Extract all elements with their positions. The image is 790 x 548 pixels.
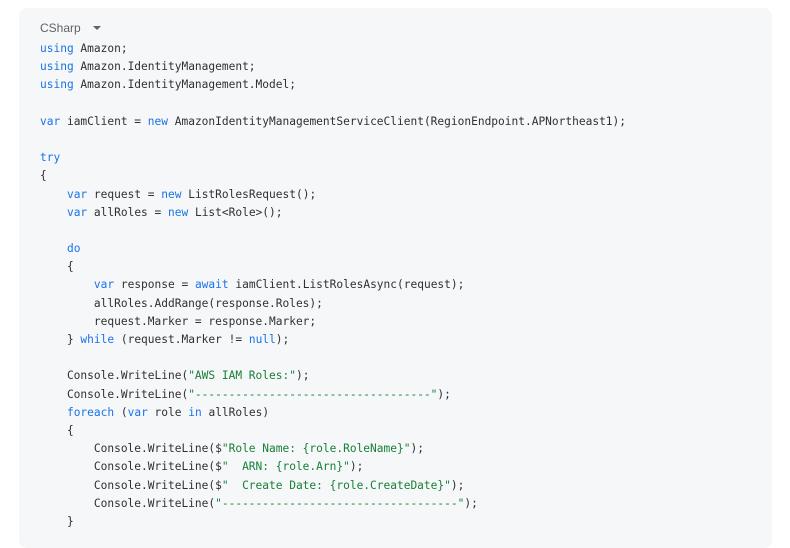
code-line: { — [40, 258, 626, 276]
code-token — [40, 406, 67, 419]
code-token: Amazon.IdentityManagement; — [73, 60, 256, 74]
code-token: { — [40, 423, 74, 437]
code-token — [40, 278, 94, 291]
code-keyword: new — [147, 114, 168, 128]
code-line: using Amazon.IdentityManagement.Model; — [40, 76, 626, 94]
code-token: Console.WriteLine( — [40, 387, 189, 401]
code-token: Amazon; — [73, 42, 128, 55]
code-line: { — [40, 167, 626, 185]
code-line: Console.WriteLine($" Create Date: {role.… — [40, 477, 626, 495]
code-string: "-----------------------------------" — [215, 496, 465, 510]
code-keyword: new — [161, 187, 182, 201]
code-line — [40, 131, 626, 149]
code-block: CSharp using Amazon;using Amazon.Identit… — [19, 8, 772, 548]
code-keyword: using — [40, 78, 74, 92]
code-keyword: new — [168, 205, 189, 219]
code-line: var response = await iamClient.ListRoles… — [40, 276, 626, 294]
code-token: ); — [275, 333, 290, 346]
code-content: using Amazon;using Amazon.IdentityManage… — [40, 40, 626, 531]
code-token: ); — [437, 387, 451, 401]
code-string: " ARN: {role.Arn}" — [221, 460, 350, 474]
code-line — [40, 95, 626, 113]
code-token — [40, 206, 67, 219]
code-token: Console.WriteLine( — [40, 369, 189, 383]
code-line: var allRoles = new List<Role>(); — [40, 204, 626, 222]
code-token: request = — [87, 187, 162, 201]
language-label: CSharp — [40, 21, 81, 35]
code-token: Amazon.IdentityManagement.Model; — [73, 78, 296, 92]
code-keyword: var — [66, 205, 88, 219]
code-token: iamClient = — [60, 114, 148, 128]
code-keyword: var — [66, 187, 88, 201]
code-token — [40, 188, 67, 201]
code-token: ListRolesRequest(); — [181, 187, 317, 201]
code-string: " Create Date: {role.CreateDate}" — [221, 478, 451, 492]
code-keyword: null — [248, 333, 276, 346]
code-line: } — [40, 513, 626, 531]
code-token: Console.WriteLine($ — [40, 460, 222, 474]
code-line: Console.WriteLine("AWS IAM Roles:"); — [40, 367, 626, 385]
caret-down-icon — [92, 26, 101, 30]
code-line: Console.WriteLine($"Role Name: {role.Rol… — [40, 440, 626, 458]
code-line: { — [40, 422, 626, 440]
language-selector[interactable]: CSharp — [40, 20, 101, 36]
code-line: var request = new ListRolesRequest(); — [40, 186, 626, 204]
code-token: Console.WriteLine($ — [40, 478, 222, 492]
code-keyword: foreach — [66, 405, 115, 419]
code-token: ); — [464, 496, 478, 510]
code-keyword: await — [194, 278, 229, 292]
code-line: var iamClient = new AmazonIdentityManage… — [40, 113, 626, 131]
code-token: ); — [410, 442, 424, 456]
code-token: { — [40, 169, 47, 183]
code-keyword: var — [40, 114, 61, 128]
code-token: ( — [114, 405, 128, 419]
code-token: iamClient.ListRolesAsync(request); — [228, 278, 465, 292]
code-token — [40, 242, 67, 255]
code-token: allRoles.AddRange(response.Roles); — [40, 296, 323, 310]
code-line: } while (request.Marker != null); — [40, 331, 626, 349]
code-token: Console.WriteLine($ — [40, 442, 222, 456]
code-line: do — [40, 240, 626, 258]
code-token: AmazonIdentityManagementServiceClient(Re… — [168, 114, 627, 128]
code-keyword: try — [40, 151, 61, 165]
code-token: Console.WriteLine( — [40, 496, 216, 510]
code-token: response = — [114, 278, 195, 292]
code-keyword: do — [66, 242, 81, 256]
code-line: Console.WriteLine("---------------------… — [40, 495, 626, 513]
code-token: ); — [450, 478, 465, 492]
code-line: foreach (var role in allRoles) — [40, 404, 626, 422]
code-keyword: in — [188, 405, 202, 419]
code-token: role — [147, 405, 189, 419]
code-token: allRoles = — [87, 205, 168, 219]
code-token: request.Marker = response.Marker; — [40, 314, 317, 328]
code-line: using Amazon; — [40, 40, 626, 58]
code-keyword: var — [127, 405, 148, 419]
code-string: "AWS IAM Roles:" — [188, 369, 296, 383]
code-string: "Role Name: {role.RoleName}" — [221, 442, 411, 456]
code-line — [40, 349, 626, 367]
code-token: ); — [295, 369, 310, 383]
code-line: using Amazon.IdentityManagement; — [40, 58, 626, 76]
code-line: Console.WriteLine("---------------------… — [40, 386, 626, 404]
code-keyword: var — [93, 278, 115, 292]
code-token: ); — [349, 460, 364, 474]
code-line: try — [40, 149, 626, 167]
code-token: } — [40, 514, 74, 528]
code-token: allRoles) — [201, 405, 270, 419]
code-line: allRoles.AddRange(response.Roles); — [40, 295, 626, 313]
code-line — [40, 222, 626, 240]
code-token: } — [40, 333, 81, 346]
code-keyword: using — [40, 42, 74, 55]
code-string: "-----------------------------------" — [188, 387, 438, 401]
code-token: { — [40, 260, 74, 274]
code-token: (request.Marker != — [114, 333, 249, 346]
code-keyword: while — [80, 333, 115, 346]
code-keyword: using — [40, 60, 74, 74]
code-token: List<Role>(); — [188, 205, 283, 219]
code-line: request.Marker = response.Marker; — [40, 313, 626, 331]
code-line: Console.WriteLine($" ARN: {role.Arn}"); — [40, 458, 626, 476]
